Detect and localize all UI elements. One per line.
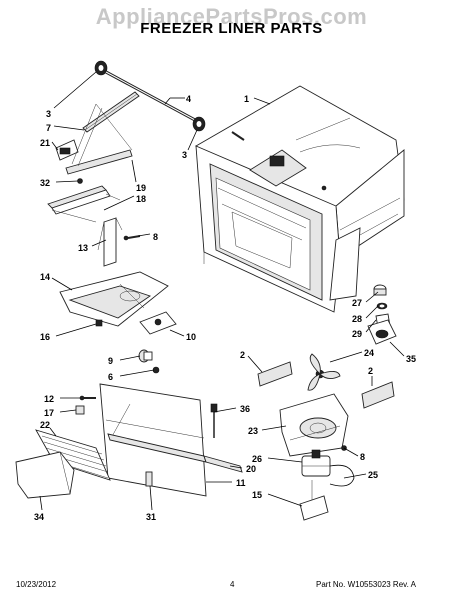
callout-12: 12	[44, 394, 54, 404]
part-16-clip	[95, 319, 103, 327]
callout-11: 11	[236, 478, 246, 488]
part-35-damper	[367, 319, 397, 345]
callout-17: 17	[44, 408, 54, 418]
part-36-sensor	[210, 403, 218, 438]
callout-14: 14	[40, 272, 50, 282]
part-3-end-cap-right	[192, 116, 206, 132]
part-31-fastener	[145, 471, 153, 487]
part-21-slide-block	[55, 139, 79, 161]
callout-34: 34	[34, 512, 44, 522]
callout-18: 18	[136, 194, 146, 204]
callout-21: 21	[40, 138, 50, 148]
page-title: FREEZER LINER PARTS	[140, 20, 323, 37]
callout-35: 35	[406, 354, 416, 364]
callout-2b: 2	[368, 366, 373, 376]
callout-4: 4	[186, 94, 191, 104]
part-34-cover	[15, 451, 75, 499]
callout-22: 22	[40, 420, 50, 430]
part-26-fan-motor	[301, 449, 331, 477]
footer-date: 10/23/2012	[16, 580, 57, 589]
part-20-strip	[107, 433, 243, 473]
callout-20: 20	[246, 464, 256, 474]
callout-19: 19	[136, 183, 146, 193]
footer-part-number: Part No. W10553023 Rev. A	[316, 580, 416, 589]
callout-6: 6	[108, 372, 113, 382]
part-9-knob	[138, 349, 153, 363]
part-4-rod	[105, 70, 196, 122]
part-18-shelf-frame	[47, 185, 121, 223]
callout-25: 25	[368, 470, 378, 480]
part-25-wire-harness	[329, 464, 355, 487]
callout-28: 28	[352, 314, 362, 324]
callout-29: 29	[352, 329, 362, 339]
callout-31: 31	[146, 512, 156, 522]
callout-36: 36	[240, 404, 250, 414]
part-12-screw	[79, 395, 96, 401]
part-3-end-cap-left	[94, 60, 108, 76]
callout-1: 1	[244, 94, 249, 104]
part-14-drawer-tray	[59, 271, 169, 327]
part-1-freezer-liner	[195, 85, 405, 313]
part-15-bracket	[299, 480, 329, 521]
footer-page-number: 4	[230, 580, 235, 589]
callout-16: 16	[40, 332, 50, 342]
callout-26: 26	[252, 454, 262, 464]
part-23-fan-housing	[279, 393, 349, 457]
part-11-rear-cover	[99, 383, 207, 497]
callout-23: 23	[248, 426, 258, 436]
callout-8a: 8	[153, 232, 158, 242]
part-17-clip	[75, 405, 85, 415]
callout-3a: 3	[46, 109, 51, 119]
callout-3b: 3	[182, 150, 187, 160]
callout-labels: 3 4 1 7 21 3 32 19 18 13 8 14 27 28 29 1…	[34, 94, 416, 522]
part-7-bracket	[82, 91, 140, 133]
callout-32: 32	[40, 178, 50, 188]
part-8-screw-upper	[123, 235, 141, 241]
part-19-slide-rail	[65, 103, 133, 175]
callout-27: 27	[352, 298, 362, 308]
part-27-cap	[373, 284, 387, 296]
part-2-foam-pad-left	[257, 361, 293, 387]
callout-10: 10	[186, 332, 196, 342]
callout-7: 7	[46, 123, 51, 133]
part-24-fan-blade	[307, 353, 341, 391]
callout-2a: 2	[240, 350, 245, 360]
part-13-bracket	[97, 217, 123, 267]
part-2-foam-pad-right	[361, 381, 395, 409]
watermark: AppliancePartsPros.com	[95, 4, 368, 29]
callout-9: 9	[108, 356, 113, 366]
callout-13: 13	[78, 243, 88, 253]
leader-lines	[39, 71, 405, 511]
part-32-screw	[77, 178, 83, 184]
part-10-foam-pad	[139, 311, 177, 335]
callout-15: 15	[252, 490, 262, 500]
part-28-o-ring	[376, 302, 388, 310]
callout-24: 24	[364, 348, 374, 358]
callout-8b: 8	[360, 452, 365, 462]
